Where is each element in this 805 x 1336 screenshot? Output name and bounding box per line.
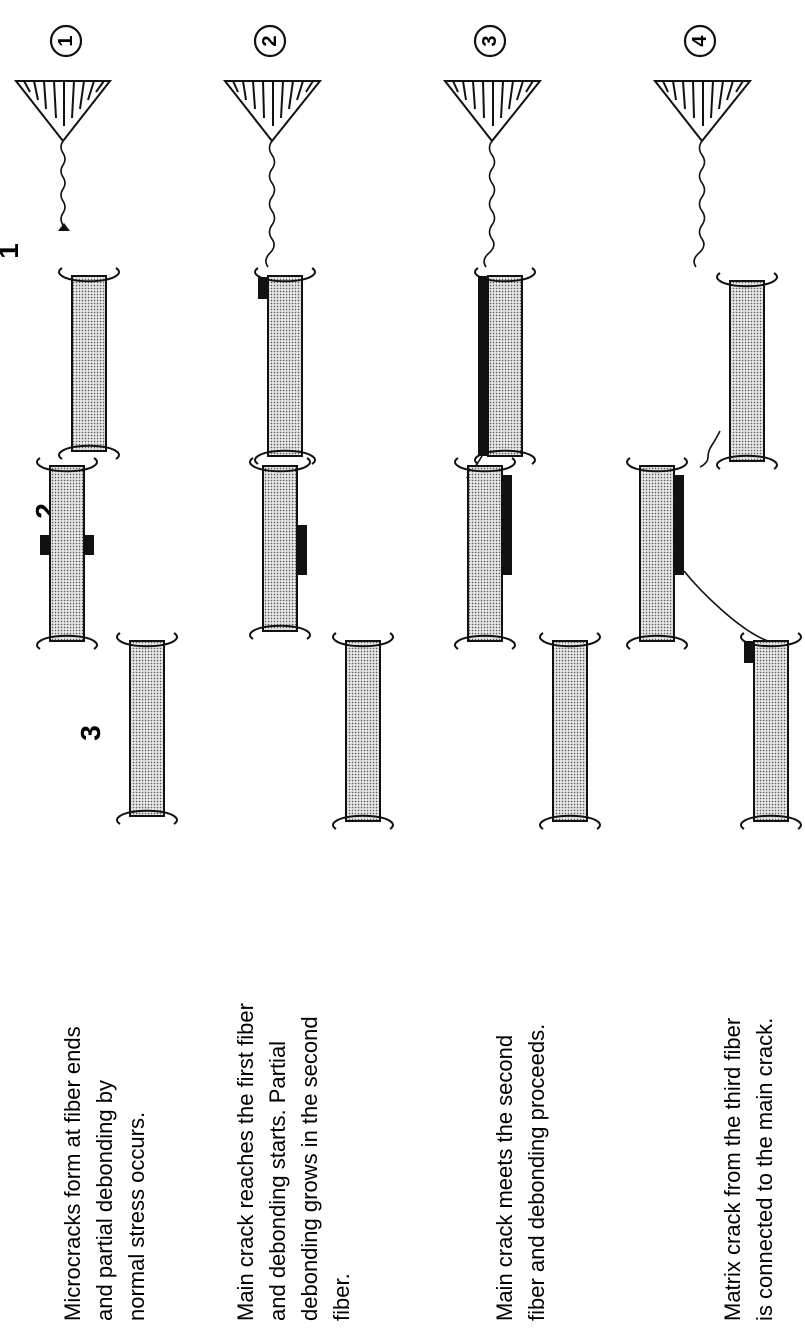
stage-2-line-4: fiber. — [329, 1273, 354, 1321]
fiber-1 — [58, 267, 120, 460]
stage-marker-1-label: 1 — [55, 35, 77, 46]
fiber-1-row-4 — [716, 272, 778, 470]
rotated-figure: 1 1 — [0, 24, 802, 1321]
stage-3-line-1: Main crack meets the second — [492, 1035, 517, 1321]
debond-full-2 — [674, 475, 684, 575]
fiber-3-row-3 — [539, 632, 601, 830]
stage-3-line-2: fiber and debonding proceeds. — [524, 1024, 549, 1321]
fiber-2 — [36, 457, 98, 650]
fiber-label-1: 1 — [0, 243, 24, 259]
fiber-2-row-2 — [249, 457, 311, 640]
main-crack-4 — [693, 140, 706, 268]
notch-3 — [442, 80, 543, 143]
debond-proceeds-2 — [502, 475, 512, 575]
stage-marker-4-label: 4 — [689, 35, 711, 47]
crack-link-4a — [699, 430, 721, 468]
fiber-3-row-2 — [332, 632, 394, 830]
fiber-2-row-3 — [454, 457, 516, 650]
stage-marker-2: 2 — [253, 24, 287, 58]
stage-row-2: 2 — [222, 24, 394, 1321]
stage-1-line-3: normal stress occurs. — [124, 1112, 149, 1321]
notch-1 — [13, 80, 113, 143]
partial-debond-2b — [84, 535, 94, 555]
partial-debond-growing-2 — [297, 525, 307, 575]
stage-2-line-3: debonding grows in the second — [297, 1016, 322, 1321]
full-debond-1 — [478, 276, 488, 456]
stage-row-3: 3 — [442, 24, 601, 1321]
stage-4-description: Matrix crack from the third fiber is con… — [720, 1018, 777, 1321]
stage-1-description: Microcracks form at fiber ends and parti… — [60, 1026, 149, 1321]
stage-2-line-1: Main crack reaches the first fiber — [233, 1003, 258, 1321]
matrix-crack-4 — [683, 570, 769, 642]
main-crack-1 — [60, 140, 66, 226]
stage-3-description: Main crack meets the second fiber and de… — [492, 1024, 549, 1321]
notch-4 — [652, 80, 753, 143]
stage-4-line-1: Matrix crack from the third fiber — [720, 1018, 745, 1321]
stage-marker-1: 1 — [49, 24, 83, 58]
debond-3 — [744, 641, 754, 663]
partial-debond-2a — [40, 535, 50, 555]
main-crack-3 — [483, 140, 496, 268]
stage-row-4: 4 — [626, 24, 802, 1321]
stage-marker-2-label: 2 — [259, 35, 281, 46]
stage-row-1: 1 1 — [0, 24, 178, 1321]
notch-2 — [222, 80, 323, 143]
fiber-3 — [116, 632, 178, 825]
stage-marker-3: 3 — [473, 24, 507, 58]
main-crack-2 — [265, 140, 276, 268]
stage-1-line-2: and partial debonding by — [92, 1080, 117, 1321]
stage-1-line-1: Microcracks form at fiber ends — [60, 1026, 85, 1321]
stage-2-line-2: and debonding starts. Partial — [265, 1041, 290, 1321]
stage-marker-3-label: 3 — [479, 35, 501, 46]
stage-4-line-2: is connected to the main crack. — [752, 1018, 777, 1321]
fiber-2-row-4 — [626, 457, 688, 650]
fiber-1-row-2 — [254, 267, 316, 465]
fiber-label-3: 3 — [75, 725, 106, 741]
stage-2-description: Main crack reaches the first fiber and d… — [233, 1003, 354, 1321]
stage-marker-4: 4 — [683, 24, 717, 58]
crack-tip-1 — [58, 223, 70, 231]
fiber-1-row-3 — [474, 267, 536, 465]
fiber-3-row-4 — [740, 632, 802, 830]
debond-start-1 — [258, 277, 268, 299]
